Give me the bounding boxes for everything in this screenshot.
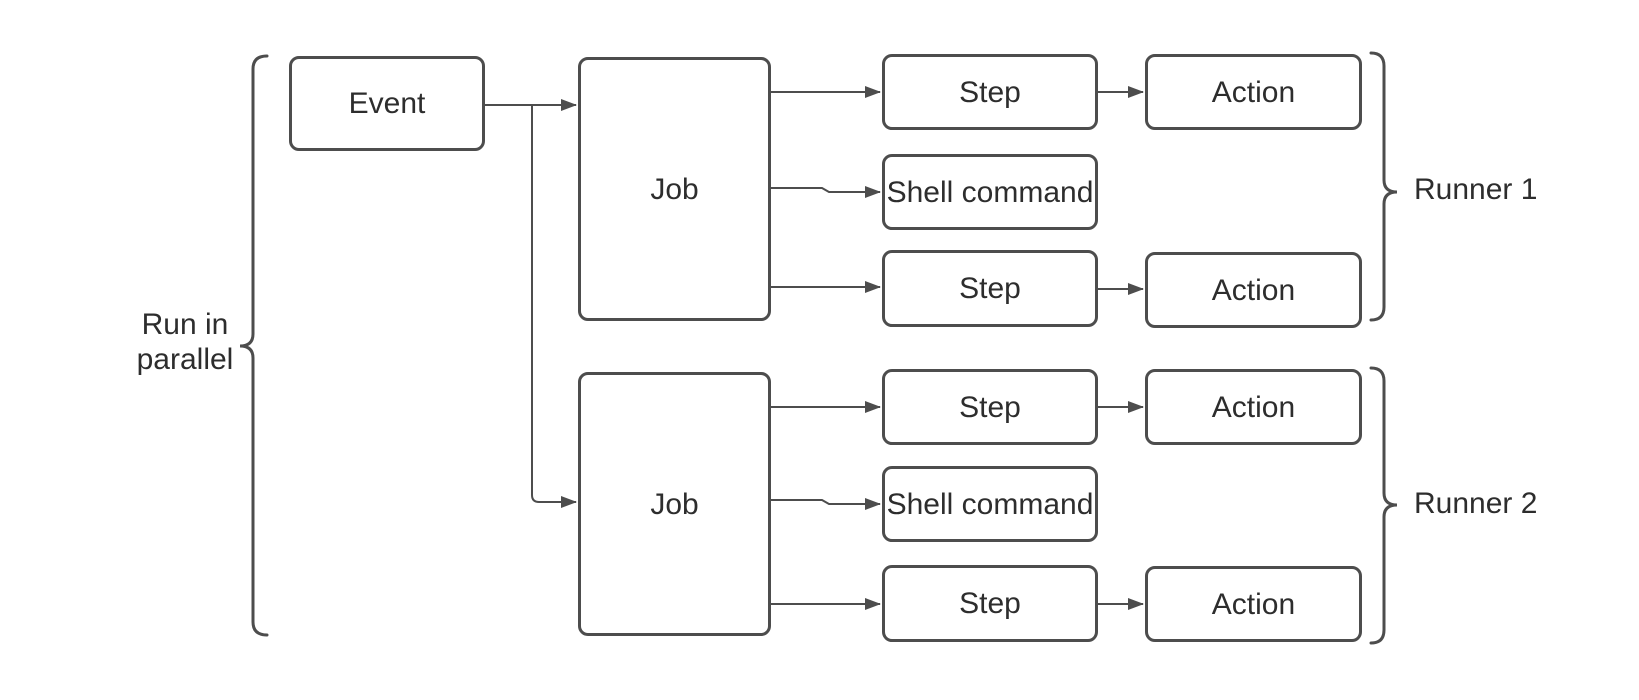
runner2-brace <box>1369 366 1398 645</box>
step4-node: Step <box>882 565 1098 642</box>
step2-node: Step <box>882 250 1098 327</box>
action2-label: Action <box>1211 273 1296 307</box>
run-in-parallel-label: Run in parallel <box>105 307 265 377</box>
step1-node: Step <box>882 54 1098 130</box>
action3-node: Action <box>1145 369 1362 445</box>
action1-label: Action <box>1211 75 1296 109</box>
shell-command2-node: Shell command <box>882 466 1098 542</box>
job1-node: Job <box>578 57 771 321</box>
run-in-parallel-brace <box>239 54 269 637</box>
step4-label: Step <box>959 587 1021 620</box>
job1-to-shell1-arrow <box>770 186 881 198</box>
runner1-label: Runner 1 <box>1414 173 1538 206</box>
action2-node: Action <box>1145 252 1362 328</box>
job2-node: Job <box>578 372 771 636</box>
event-node: Event <box>289 56 485 151</box>
action3-label: Action <box>1211 390 1296 424</box>
action1-node: Action <box>1145 54 1362 130</box>
step3-node: Step <box>882 369 1098 445</box>
action4-label: Action <box>1211 587 1296 621</box>
step2-label: Step <box>959 272 1021 305</box>
shell-command2-label: Shell command <box>886 487 1094 521</box>
job2-label: Job <box>650 487 699 521</box>
step3-label: Step <box>959 390 1021 424</box>
event-to-job2-arrow <box>531 105 577 508</box>
action4-node: Action <box>1145 566 1362 642</box>
shell-command1-node: Shell command <box>882 154 1098 230</box>
run-in-parallel-line1: Run in <box>141 308 229 341</box>
job2-to-shell2-arrow <box>770 498 881 510</box>
run-in-parallel-line2: parallel <box>136 343 234 376</box>
shell-command1-label: Shell command <box>886 175 1094 209</box>
event-label: Event <box>348 87 426 120</box>
runner2-label: Runner 2 <box>1414 487 1538 520</box>
step1-label: Step <box>959 75 1021 109</box>
runner1-brace <box>1369 51 1398 322</box>
job1-label: Job <box>650 172 699 206</box>
